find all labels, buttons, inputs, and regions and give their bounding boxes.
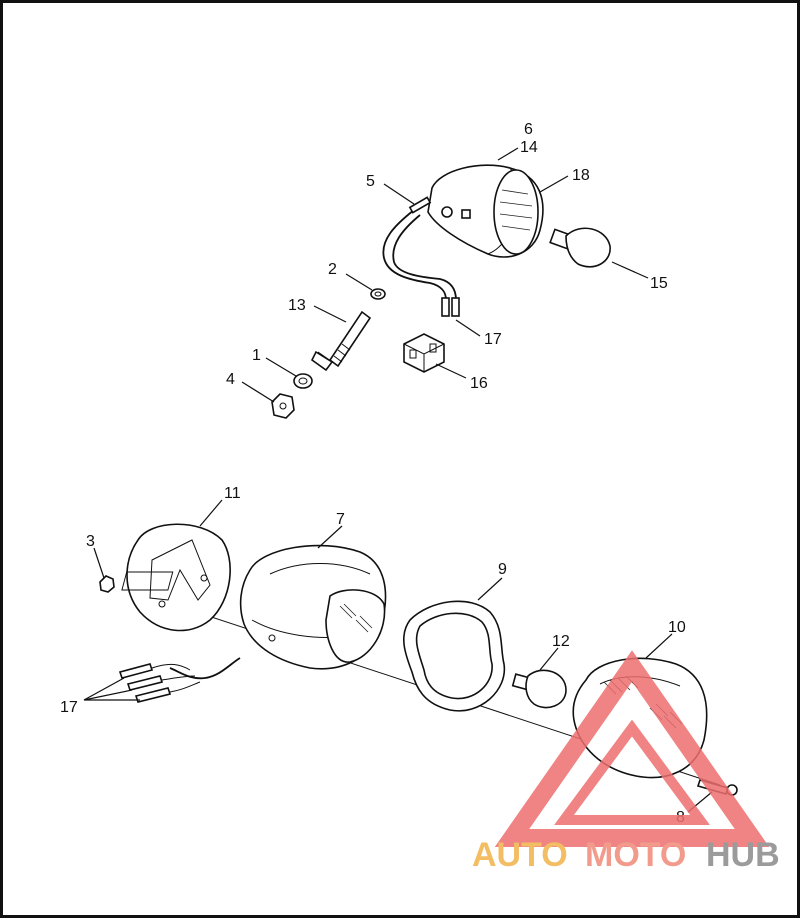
- hex-nut-4: [271, 393, 295, 419]
- callout-11: 11: [224, 485, 241, 502]
- callout-3: 3: [86, 533, 95, 550]
- callout-14: 14: [520, 139, 538, 156]
- washer-2: [370, 288, 386, 300]
- callout-labels: 6 14 18 5 2 13 1 4 15 17 16 11 3 7 9 12 …: [60, 121, 686, 826]
- leader-lines: [83, 147, 713, 813]
- nut-3: [99, 575, 115, 593]
- housing-slot: [461, 209, 471, 219]
- callout-15: 15: [650, 275, 668, 292]
- bulb-15: [549, 227, 611, 268]
- lens-ribs: [499, 189, 533, 231]
- housing-bolt-hole: [441, 206, 453, 218]
- callout-10: 10: [668, 619, 686, 636]
- callout-1: 1: [252, 347, 261, 364]
- mounting-stud-13: [310, 310, 372, 372]
- callout-17-lower: 17: [60, 699, 78, 716]
- terminal-17-a: [441, 297, 450, 317]
- lockwasher-1: [293, 373, 313, 389]
- terminal-17-b: [451, 297, 460, 317]
- tail-terminal-a: [118, 663, 154, 679]
- tail-lamp-assembly: [99, 523, 738, 796]
- warning-triangle-logo-icon: [494, 650, 770, 847]
- watermark-moto: MOTO: [585, 836, 686, 874]
- callout-18: 18: [572, 167, 590, 184]
- callout-17-upper: 17: [484, 331, 502, 348]
- callout-2: 2: [328, 261, 337, 278]
- tail-terminal-b: [126, 675, 164, 691]
- connector-16: [403, 333, 445, 373]
- wire-b: [392, 214, 457, 301]
- watermark: AUTO MOTO HUB: [472, 650, 780, 874]
- callout-6: 6: [524, 121, 533, 138]
- signal-lens: [493, 169, 539, 255]
- wire-clip: [408, 196, 432, 214]
- callout-12: 12: [552, 633, 570, 650]
- lamp-base-lens-face: [325, 589, 386, 663]
- tail-terminal-c: [134, 687, 172, 703]
- callout-5: 5: [366, 173, 375, 190]
- callout-4: 4: [226, 371, 235, 388]
- bulb-12: [511, 669, 567, 709]
- turn-signal-assembly: [271, 164, 611, 419]
- watermark-auto: AUTO: [472, 836, 568, 874]
- callout-13: 13: [288, 297, 306, 314]
- wire-a: [382, 209, 447, 301]
- watermark-hub: HUB: [706, 836, 780, 874]
- callout-7: 7: [336, 511, 345, 528]
- callout-16: 16: [470, 375, 488, 392]
- mounting-gasket-11: [126, 523, 231, 632]
- callout-9: 9: [498, 561, 507, 578]
- tail-wire: [169, 657, 241, 680]
